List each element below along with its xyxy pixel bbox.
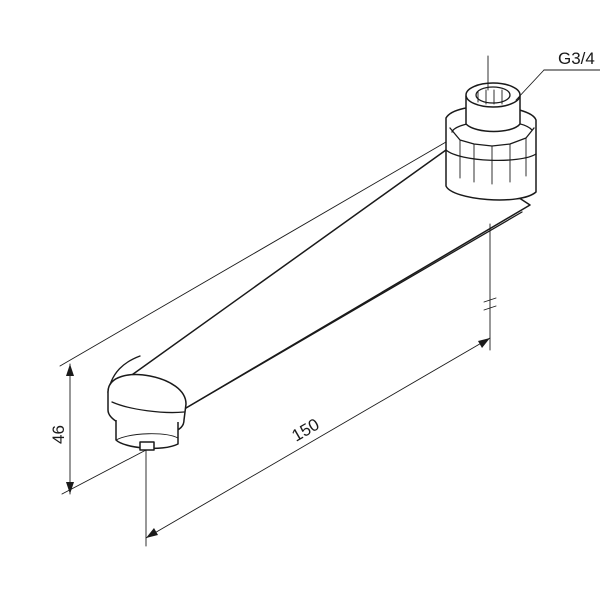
- arrow-up-icon: [66, 364, 74, 376]
- length-label: 150: [289, 415, 323, 446]
- height-label: 46: [49, 425, 68, 444]
- thread-callout: G3/4: [515, 49, 600, 101]
- thread-connector: [465, 55, 521, 133]
- arrow-right-icon: [478, 338, 490, 348]
- height-dimension: 46: [49, 141, 447, 495]
- thread-size-label: G3/4: [558, 49, 595, 68]
- union-nut: [445, 105, 537, 201]
- arrow-down-icon: [66, 482, 74, 494]
- arrow-left-icon: [146, 528, 158, 538]
- aerator-outlet: [107, 373, 187, 451]
